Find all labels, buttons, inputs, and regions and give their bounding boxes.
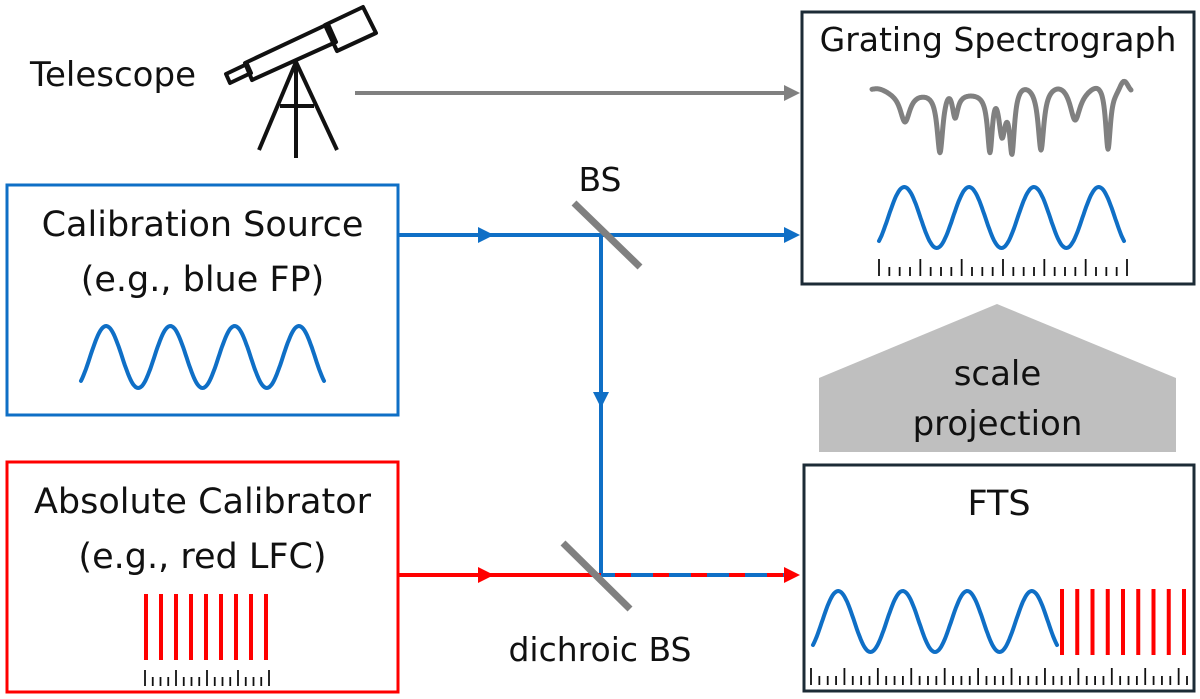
lfc-scale-ticks <box>144 670 270 686</box>
dichroic-bs-label: dichroic BS <box>508 630 692 669</box>
calibration-source-title: Calibration Source <box>41 205 364 245</box>
grating-spectrograph-box <box>800 10 1196 286</box>
wave-path <box>877 184 1126 251</box>
wave-path <box>79 323 326 391</box>
fts-title: FTS <box>967 484 1031 524</box>
scale-projection-arrow <box>819 304 1176 452</box>
calibration-source-box <box>5 183 400 417</box>
absolute-calibrator-subtitle: (e.g., red LFC) <box>78 537 327 577</box>
spectrum-path <box>869 78 1134 157</box>
telescope-label: Telescope <box>30 55 196 95</box>
telescope-icon <box>224 5 378 158</box>
beam-splitter <box>571 200 643 270</box>
scale-label: scale <box>953 354 1042 394</box>
spectrograph-scale-ticks <box>878 259 1128 276</box>
dichroic-beam-splitter <box>560 540 633 612</box>
blue-beam <box>398 227 800 575</box>
calibration-source-subtitle: (e.g., blue FP) <box>80 260 325 300</box>
combined-beam <box>601 567 800 583</box>
projection-label: projection <box>912 404 1083 444</box>
red-beam <box>398 567 601 583</box>
lfc-comb-lines <box>144 594 268 660</box>
absolute-calibrator-title: Absolute Calibrator <box>33 482 371 522</box>
spectrograph-calibration-waveform <box>877 184 1126 251</box>
telescope-beam <box>355 85 800 101</box>
fts-scale-ticks <box>810 668 1188 685</box>
bs-label: BS <box>578 160 622 199</box>
absolute-calibrator-box <box>5 460 400 694</box>
calibration-source-waveform <box>79 323 326 391</box>
stellar-absorption-spectrum <box>869 78 1134 157</box>
fts-blue-waveform <box>811 588 1059 655</box>
fts-red-comb-lines <box>1060 589 1186 655</box>
wave-path <box>811 588 1059 655</box>
spectrograph-title: Grating Spectrograph <box>819 20 1177 59</box>
